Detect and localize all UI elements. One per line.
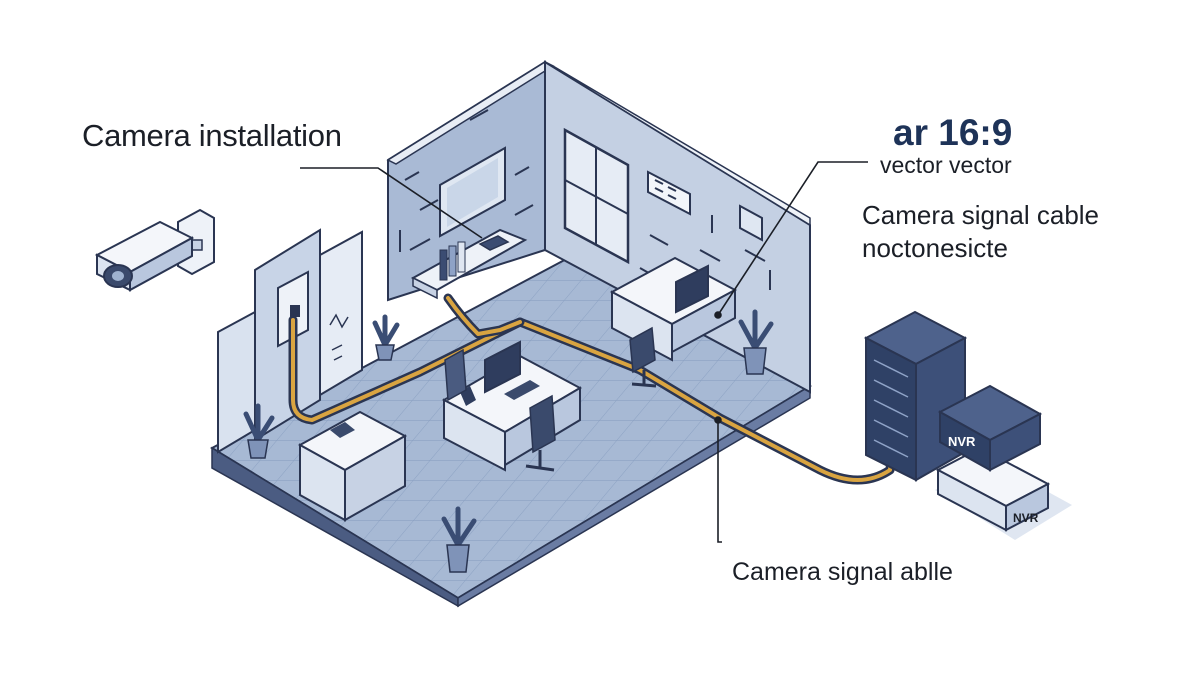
back-desk <box>609 256 738 388</box>
wall-shelf <box>410 228 528 300</box>
main-desk <box>441 340 583 472</box>
aspect-ratio-label: ar 16:9 <box>893 112 1013 153</box>
nvr-label-bottom: NVR <box>1013 511 1039 525</box>
leader-lines <box>300 161 868 543</box>
back-wall-right <box>544 60 811 394</box>
plant-icon <box>738 309 774 375</box>
leader-line-bottom <box>717 420 722 543</box>
security-camera-icon <box>94 208 215 292</box>
nvr-stack <box>935 384 1072 540</box>
front-cabinet <box>297 410 408 522</box>
vector-label: vector vector <box>880 152 1012 178</box>
nvr-label-top: NVR <box>948 434 976 449</box>
signal-cable-sublabel: noctonesicte <box>862 233 1008 263</box>
plant-icon <box>372 314 400 361</box>
monitor <box>484 340 521 394</box>
leader-line-installation <box>300 167 483 239</box>
server-rack <box>863 310 968 482</box>
plant-icon <box>441 506 477 573</box>
signal-cable-bottom-label: Camera signal ablle <box>732 558 953 586</box>
plant-icon <box>243 403 275 459</box>
camera-installation-label: Camera installation <box>82 118 342 153</box>
signal-cable-label: Camera signal cable <box>862 200 1100 230</box>
leader-line-cable <box>717 161 868 316</box>
camera-signal-cable <box>288 293 900 485</box>
